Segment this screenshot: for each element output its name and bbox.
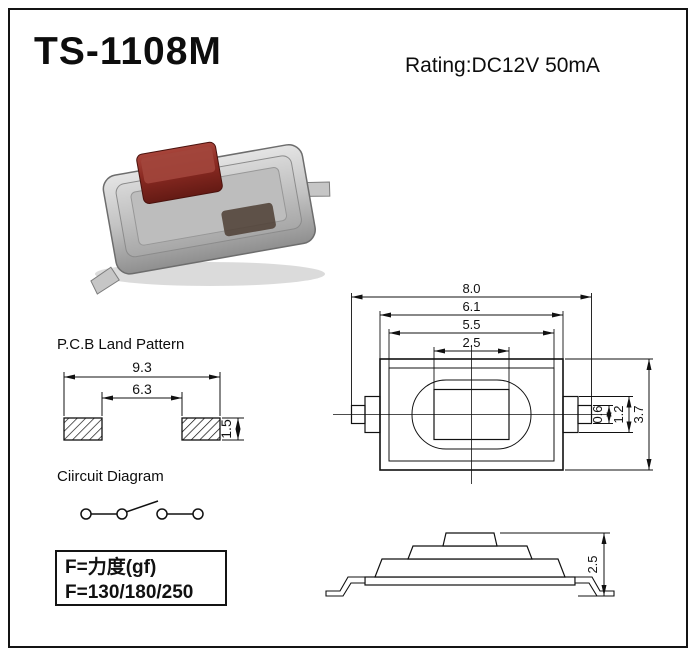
dim-terminal-base: 1.2 — [611, 405, 626, 423]
dim-side-height: 2.5 — [585, 555, 600, 573]
side-view-drawing: 2.5 — [325, 532, 615, 597]
dim-overall-width: 8.0 — [462, 281, 480, 296]
switch-recess — [221, 202, 276, 237]
land-pad-left — [63, 417, 103, 441]
top-view-drawing: 8.0 6.1 5.5 2.5 0.6 1.2 3.7 — [295, 281, 665, 511]
circuit-terminal-2 — [192, 508, 204, 520]
circuit-diagram — [80, 496, 204, 520]
top-view-button — [433, 388, 510, 441]
side-view-lead-left — [325, 576, 366, 597]
dim-land-inner: 6.3 — [132, 381, 152, 397]
dim-cover-width: 5.5 — [462, 317, 480, 332]
circuit-diagram-label: Ciircuit Diagram — [57, 468, 164, 485]
land-pattern-drawing: 9.3 6.3 1.5 — [63, 359, 252, 441]
switch-photo — [90, 141, 331, 295]
rating-text: Rating:DC12V 50mA — [405, 54, 600, 77]
dim-body-height: 3.7 — [631, 405, 646, 423]
switch-leg-left — [90, 266, 120, 295]
switch-red-button-top — [141, 146, 216, 184]
land-pad-right — [181, 417, 221, 441]
product-title: TS-1108M — [34, 30, 222, 73]
side-view-button — [442, 532, 498, 547]
dim-button-width: 2.5 — [462, 335, 480, 350]
top-view-stem-housing — [411, 379, 532, 450]
top-view-cover-outline — [388, 367, 555, 462]
side-view-base — [364, 576, 576, 586]
side-view-lead-right — [574, 576, 615, 597]
side-view-cover-step — [407, 545, 533, 560]
dim-terminal-tip: 0.6 — [590, 405, 605, 423]
document-border-frame — [8, 8, 688, 648]
dim-land-pad-height: 1.5 — [218, 419, 234, 439]
force-spec-box: F=力度(gf) F=130/180/250 — [55, 550, 227, 606]
force-formula: F=力度(gf) — [65, 557, 157, 578]
terminal-right-tip — [577, 404, 593, 425]
land-pattern-label: P.C.B Land Pattern — [57, 336, 185, 353]
circuit-contact-2 — [156, 508, 168, 520]
dim-body-width: 6.1 — [462, 299, 480, 314]
terminal-left-tip — [350, 404, 366, 425]
circuit-contact-1 — [116, 508, 128, 520]
force-values: F=130/180/250 — [65, 582, 194, 603]
dim-land-outer: 9.3 — [132, 359, 152, 375]
circuit-terminal-1 — [80, 508, 92, 520]
circuit-switch-lever — [126, 501, 158, 512]
side-view-body — [374, 558, 566, 578]
